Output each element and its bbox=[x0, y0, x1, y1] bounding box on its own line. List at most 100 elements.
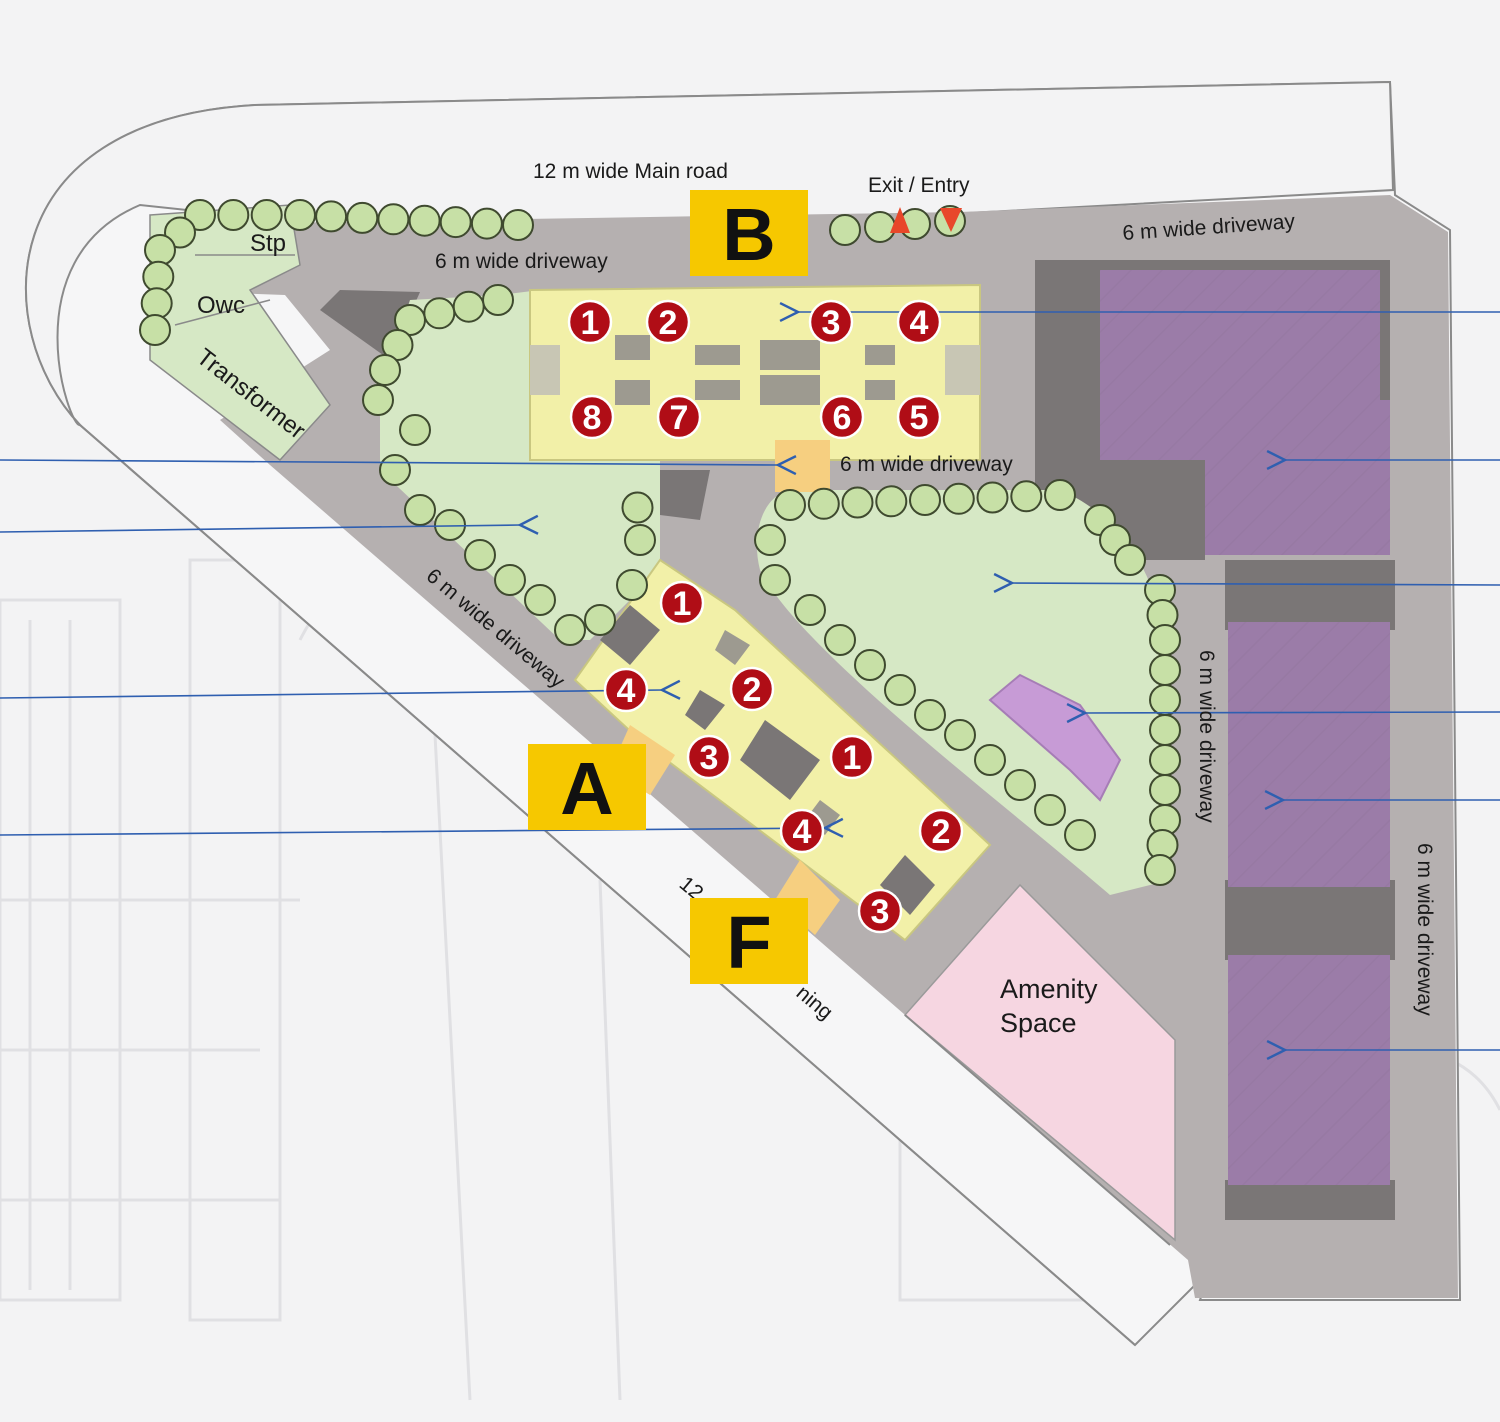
entry-arrow-icon bbox=[890, 207, 910, 233]
tree-icon bbox=[909, 484, 941, 516]
tree-icon bbox=[774, 489, 806, 521]
amenity-space-label-line2: Space bbox=[1000, 1008, 1077, 1038]
svg-text:8: 8 bbox=[583, 399, 602, 437]
tower-b-letter: B bbox=[722, 193, 775, 276]
svg-text:2: 2 bbox=[932, 813, 951, 851]
tree-icon bbox=[464, 539, 496, 571]
tree-icon bbox=[1010, 480, 1043, 513]
unit-marker: 2 bbox=[729, 666, 775, 712]
amenity-space-label-line1: Amenity bbox=[1000, 974, 1098, 1004]
tower-f-letter: F bbox=[726, 901, 771, 984]
tree-icon bbox=[315, 200, 348, 233]
tree-icon bbox=[554, 614, 586, 646]
svg-text:7: 7 bbox=[670, 399, 689, 437]
tower-a-f-footprint bbox=[573, 558, 992, 942]
tree-icon bbox=[1004, 769, 1036, 801]
tree-icon bbox=[184, 199, 216, 231]
tower-f-badge: F bbox=[690, 898, 808, 984]
tree-icon bbox=[250, 199, 283, 231]
owc-label: Owc bbox=[197, 292, 245, 319]
tree-icon bbox=[439, 206, 472, 239]
tree-icon bbox=[379, 454, 411, 486]
tree-icon bbox=[140, 287, 173, 320]
svg-text:1: 1 bbox=[843, 739, 862, 777]
tree-icon bbox=[217, 199, 250, 231]
tree-icon bbox=[1044, 479, 1076, 511]
exit-entry-label: Exit / Entry bbox=[868, 174, 970, 197]
pointer-line bbox=[0, 525, 520, 532]
svg-text:4: 4 bbox=[617, 672, 636, 710]
east-lawn bbox=[756, 490, 1170, 895]
svg-text:3: 3 bbox=[700, 739, 719, 777]
tree-icon bbox=[524, 584, 556, 616]
unit-marker: 1 bbox=[829, 734, 875, 780]
tree-icon bbox=[1149, 714, 1181, 746]
unit-marker: 4 bbox=[896, 299, 942, 345]
unit-marker: 1 bbox=[659, 580, 705, 626]
svg-text:5: 5 bbox=[910, 399, 929, 437]
tree-rows bbox=[139, 199, 1181, 886]
exit-arrow-icon bbox=[940, 208, 962, 232]
tree-icon bbox=[624, 524, 656, 556]
driveway-label-right-inner: 6 m wide driveway bbox=[1195, 650, 1218, 823]
main-road-label: 12 m wide Main road bbox=[533, 160, 728, 183]
tree-icon bbox=[976, 481, 1009, 514]
svg-text:3: 3 bbox=[822, 304, 841, 342]
tower-b-footprint bbox=[529, 283, 981, 461]
tree-icon bbox=[841, 486, 874, 519]
tree-icon bbox=[434, 509, 466, 541]
tree-icon bbox=[1149, 624, 1181, 656]
tree-icon bbox=[1144, 854, 1176, 886]
unit-marker: 2 bbox=[918, 808, 964, 854]
unit-marker: 4 bbox=[779, 808, 825, 854]
stp-label: Stp bbox=[250, 230, 286, 257]
tree-icon bbox=[284, 199, 316, 231]
tree-icon bbox=[394, 304, 426, 336]
unit-marker: 6 bbox=[819, 394, 865, 440]
svg-text:3: 3 bbox=[871, 893, 890, 931]
tree-icon bbox=[346, 201, 379, 234]
tree-icon bbox=[502, 209, 534, 241]
tree-icon bbox=[404, 494, 436, 526]
tower-b-lobby bbox=[775, 440, 830, 492]
tree-icon bbox=[142, 260, 175, 293]
tree-icon bbox=[482, 284, 514, 316]
tree-icon bbox=[164, 216, 196, 249]
main-road-band bbox=[24, 80, 1395, 427]
tree-icon bbox=[1034, 794, 1066, 826]
svg-text:1: 1 bbox=[581, 304, 600, 342]
tree-icon bbox=[399, 414, 431, 446]
pointer-line bbox=[1085, 712, 1500, 713]
tree-icon bbox=[1149, 774, 1181, 806]
neighbour-buildings bbox=[988, 270, 1390, 1185]
tree-icon bbox=[1149, 684, 1181, 716]
tree-icon bbox=[616, 569, 648, 601]
driveway-label-right-outer: 6 m wide driveway bbox=[1413, 843, 1436, 1016]
driveway-label-top-left: 6 m wide driveway bbox=[435, 250, 608, 273]
tree-icon bbox=[621, 491, 654, 524]
svg-text:2: 2 bbox=[659, 304, 678, 342]
tree-icon bbox=[794, 594, 826, 626]
svg-text:6: 6 bbox=[833, 399, 852, 437]
tree-icon bbox=[139, 314, 171, 346]
pointer-line bbox=[0, 460, 778, 465]
pointer-line bbox=[0, 690, 662, 698]
tree-icon bbox=[408, 204, 441, 237]
tree-icon bbox=[974, 744, 1006, 776]
tower-a-letter: A bbox=[560, 747, 613, 830]
tower-b-badge: B bbox=[690, 190, 808, 276]
tree-icon bbox=[377, 203, 410, 236]
tree-icon bbox=[884, 674, 916, 706]
tree-icon bbox=[144, 234, 176, 266]
svg-text:2: 2 bbox=[743, 671, 762, 709]
unit-marker: 3 bbox=[686, 734, 732, 780]
unit-marker: 3 bbox=[857, 888, 903, 934]
tree-icon bbox=[914, 699, 946, 731]
tree-icon bbox=[944, 719, 976, 751]
svg-text:4: 4 bbox=[793, 813, 812, 851]
unit-marker: 3 bbox=[808, 299, 854, 345]
unit-marker: 5 bbox=[896, 394, 942, 440]
tree-icon bbox=[864, 211, 896, 243]
amenity-space-area bbox=[903, 883, 1176, 1242]
